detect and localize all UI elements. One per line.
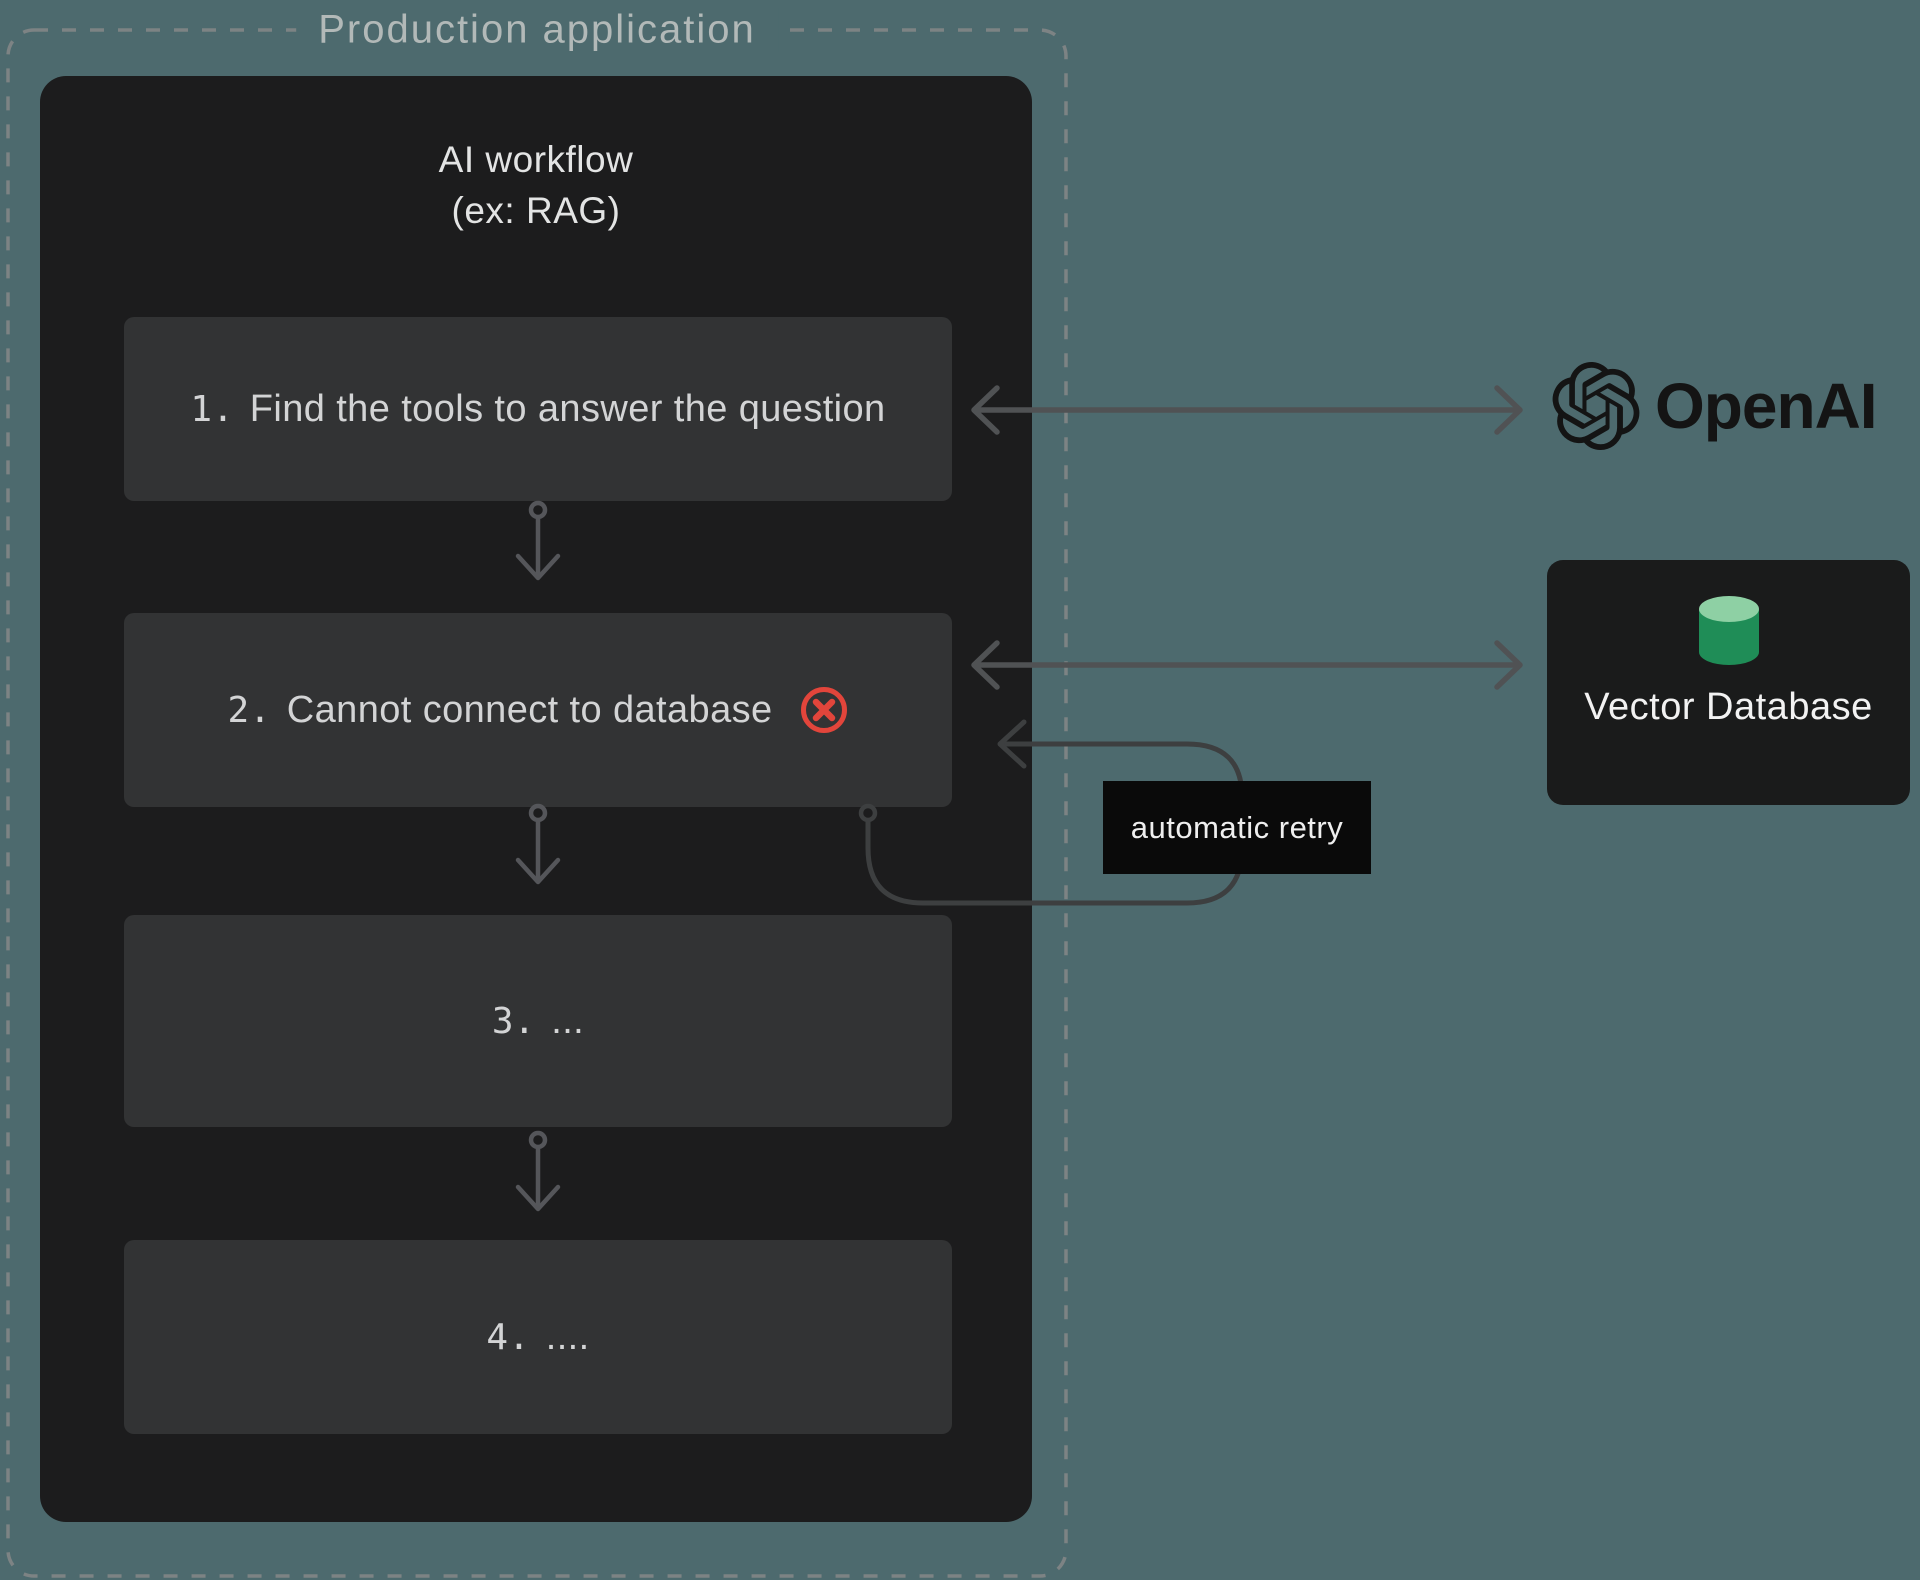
openai-wordmark: OpenAI bbox=[1655, 370, 1878, 442]
error-circle-x-icon bbox=[799, 685, 849, 735]
workflow-step-2: 2. Cannot connect to database bbox=[124, 613, 952, 807]
vector-db-link-arrow bbox=[971, 640, 1523, 690]
openai-link-arrow bbox=[971, 385, 1523, 435]
database-cylinder-icon bbox=[1698, 596, 1759, 665]
workflow-step-4: 4. .... bbox=[124, 1240, 952, 1434]
workflow-step-3: 3. ... bbox=[124, 915, 952, 1127]
step-label: ... bbox=[551, 999, 585, 1042]
vector-database-card: Vector Database bbox=[1547, 560, 1910, 805]
openai-logo: OpenAI bbox=[1552, 362, 1878, 450]
step-label: Cannot connect to database bbox=[286, 688, 773, 731]
ai-workflow-panel: AI workflow (ex: RAG) 1. Find the tools … bbox=[40, 76, 1032, 1522]
vector-database-label: Vector Database bbox=[1584, 686, 1873, 728]
automatic-retry-label: automatic retry bbox=[1103, 781, 1371, 874]
step-label: .... bbox=[545, 1315, 590, 1358]
step-number: 3. bbox=[491, 1000, 536, 1042]
openai-icon bbox=[1552, 362, 1640, 450]
production-application-title: Production application bbox=[296, 7, 778, 53]
workflow-step-1: 1. Find the tools to answer the question bbox=[124, 317, 952, 501]
workflow-heading-line1: AI workflow bbox=[438, 139, 634, 180]
step-number: 2. bbox=[227, 689, 271, 731]
workflow-heading: AI workflow (ex: RAG) bbox=[40, 134, 1032, 236]
step-number: 1. bbox=[190, 388, 234, 430]
step-number: 4. bbox=[486, 1316, 530, 1358]
step-label: Find the tools to answer the question bbox=[249, 387, 886, 430]
workflow-heading-line2: (ex: RAG) bbox=[451, 190, 621, 231]
